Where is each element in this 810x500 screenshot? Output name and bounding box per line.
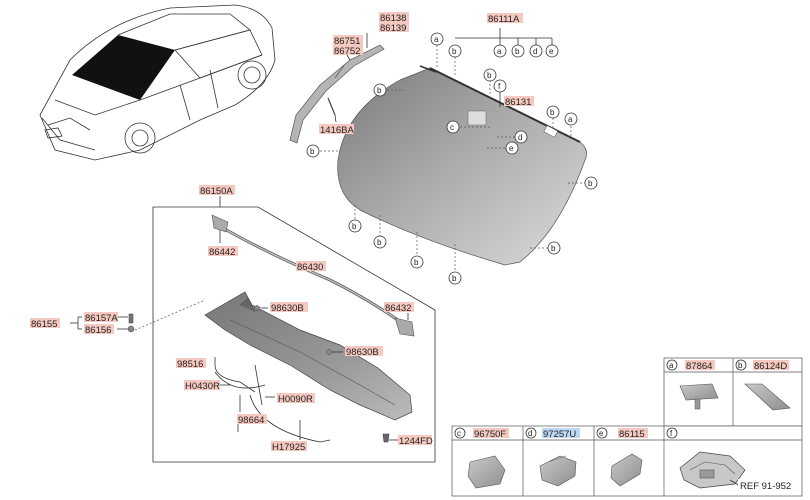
callout-b: b — [452, 274, 457, 283]
callout-b: b — [588, 179, 593, 188]
label-86157A: 86157A — [85, 313, 118, 324]
part-labels: 86138 86139 86751 86752 1416BA 86111A 86… — [30, 12, 534, 453]
legend-table: a 87864 b 86124D c 96750F d 97257U e 861… — [451, 357, 803, 497]
part-image-bracket-f — [679, 451, 746, 489]
callout-b: b — [487, 71, 492, 80]
callout-e: e — [549, 47, 554, 56]
label-H0430R: H0430R — [185, 381, 220, 392]
callout-b: b — [310, 147, 315, 156]
label-86155: 86155 — [31, 319, 57, 330]
legend-letter-d: d — [528, 429, 532, 438]
label-H17925: H17925 — [272, 442, 305, 453]
car-overview-illustration — [39, 4, 276, 161]
label-86156: 86156 — [85, 325, 111, 336]
callout-b: b — [377, 86, 382, 95]
legend-part-86115: 86115 — [619, 429, 645, 440]
label-86139: 86139 — [380, 23, 406, 34]
label-86138: 86138 — [380, 13, 406, 24]
legend-letter-a: a — [669, 361, 674, 370]
legend-part-87864: 87864 — [686, 361, 712, 372]
label-1416BA: 1416BA — [320, 125, 354, 136]
legend-letter-f: f — [670, 429, 673, 438]
legend-part-96750F: 96750F — [474, 429, 506, 440]
label-86111A: 86111A — [488, 14, 520, 25]
callout-b: b — [515, 47, 520, 56]
callout-b: b — [352, 222, 357, 231]
part-image-96750F — [467, 455, 506, 489]
label-86430: 86430 — [297, 262, 323, 273]
label-1244FD: 1244FD — [399, 436, 433, 447]
label-98630B-upper: 98630B — [271, 303, 304, 314]
windshield-leaders — [320, 28, 585, 272]
legend-letter-b: b — [738, 361, 743, 370]
callout-a: a — [497, 47, 502, 56]
callout-b: b — [377, 238, 382, 247]
callout-e: e — [509, 144, 514, 153]
part-image-86124D — [744, 383, 791, 411]
label-86442: 86442 — [209, 247, 235, 258]
callout-a: a — [434, 35, 439, 44]
legend-ref-label: REF 91-952 — [740, 481, 791, 492]
callout-a: a — [568, 115, 573, 124]
legend-letter-e: e — [599, 429, 604, 438]
callout-circles: a b a b d e b f b b a c d e b b b b b b … — [306, 32, 598, 285]
label-86751: 86751 — [334, 36, 360, 47]
windshield-glass-part — [337, 65, 587, 266]
label-86150A: 86150A — [200, 186, 233, 197]
label-98516: 98516 — [177, 359, 203, 370]
label-98630B-lower: 98630B — [346, 347, 379, 358]
callout-b: b — [452, 47, 457, 56]
callout-d: d — [533, 47, 537, 56]
label-H0090R: H0090R — [278, 394, 313, 405]
legend-part-97257U: 97257U — [543, 429, 576, 440]
label-98664: 98664 — [238, 415, 264, 426]
callout-c: c — [450, 123, 454, 132]
cowl-group-box — [152, 196, 436, 463]
cowl-bolts — [70, 299, 206, 333]
part-image-87864 — [679, 383, 719, 410]
callout-f: f — [498, 82, 501, 91]
legend-part-86124D: 86124D — [754, 361, 787, 372]
cowl-seal-strip — [211, 214, 415, 337]
cowl-panel-part — [204, 291, 413, 443]
callout-d: d — [518, 133, 522, 142]
part-image-86115 — [610, 453, 643, 487]
pillar-molding-part — [289, 33, 385, 144]
label-86752: 86752 — [334, 46, 360, 57]
legend-letter-c: c — [457, 429, 461, 438]
callout-b: b — [551, 244, 556, 253]
label-86131: 86131 — [505, 97, 531, 108]
part-image-97257U — [539, 455, 577, 487]
callout-b: b — [414, 258, 419, 267]
washer-hose — [214, 357, 331, 443]
label-86432: 86432 — [385, 303, 411, 314]
callout-b: b — [550, 108, 555, 117]
